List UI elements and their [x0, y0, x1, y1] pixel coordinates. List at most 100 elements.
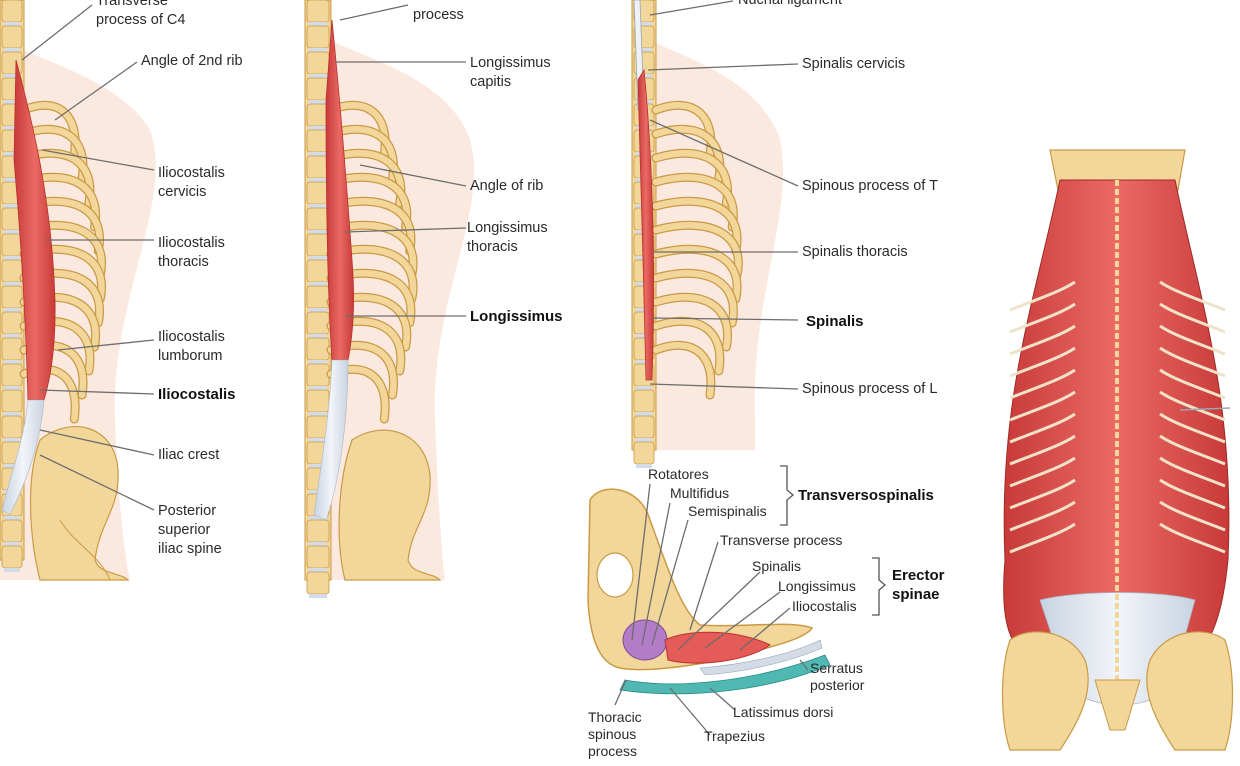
rib-stripe-left [1009, 302, 1076, 334]
label-longissimus-thoracis: Longissimus thoracis [467, 220, 548, 255]
intervertebral-disc [4, 178, 20, 182]
vertebra [306, 363, 330, 387]
vertebra [306, 233, 330, 257]
label-thoracic-spinous-process: Thoracic spinous process [588, 709, 642, 759]
rib [652, 270, 737, 327]
vertebra [306, 389, 330, 413]
intervertebral-disc [636, 386, 652, 390]
label-posterior-superior-iliac-spine: Posterior superior iliac spine [158, 503, 222, 557]
vertebra [306, 25, 330, 49]
intervertebral-disc [4, 256, 20, 260]
vertebra [306, 77, 330, 101]
intervertebral-disc [636, 334, 652, 338]
intervertebral-disc [309, 22, 327, 26]
rib-stripe-left [1009, 478, 1076, 510]
intervertebral-disc [309, 230, 327, 234]
intervertebral-disc [309, 100, 327, 104]
intervertebral-disc [309, 126, 327, 130]
back-muscles-overview [968, 0, 1240, 766]
vertebra [1, 285, 23, 309]
intervertebral-disc [636, 360, 652, 364]
pelvis-ilium [338, 429, 442, 581]
rib-stripe-right [1159, 390, 1226, 422]
vertebral-foramen [596, 552, 634, 598]
label-nuchal-ligament: Nuchal ligament [738, 0, 842, 8]
label-trapezius: Trapezius [704, 728, 765, 744]
rib [652, 342, 715, 399]
panel-iliocostalis [0, 0, 156, 581]
label-iliocostalis-cervicis: Iliocostalis cervicis [158, 165, 225, 200]
intervertebral-disc [309, 152, 327, 156]
vertebra [633, 441, 655, 465]
vertebra [1, 363, 23, 387]
longissimus-muscle [325, 19, 355, 361]
intervertebral-disc [309, 256, 327, 260]
rib-stripe-right [1159, 500, 1226, 532]
intervertebral-disc [309, 204, 327, 208]
vertebra [306, 259, 330, 283]
intervertebral-disc [309, 334, 327, 338]
vertebra [1, 545, 23, 569]
label-mastoid-process: process [413, 7, 464, 23]
intervertebral-disc [4, 152, 20, 156]
vertebra [306, 155, 330, 179]
rib [652, 294, 731, 351]
intervertebral-disc [309, 568, 327, 572]
vertebra [306, 181, 330, 205]
rib-stripe-left [1009, 434, 1076, 466]
rib-stripe-left [1009, 346, 1076, 378]
vertebra [306, 519, 330, 543]
intervertebral-disc [309, 438, 327, 442]
pelvis-bone [1001, 631, 1234, 751]
intervertebral-disc [4, 48, 20, 52]
rib-cage [651, 100, 743, 400]
label-multifidus: Multifidus [670, 485, 730, 501]
intervertebral-disc [309, 48, 327, 52]
rib-stripe-right [1159, 368, 1226, 400]
rib [652, 318, 724, 375]
intervertebral-disc [309, 74, 327, 78]
rib-stripe-left [1009, 390, 1076, 422]
panel-spinalis [631, 0, 784, 468]
label-iliocostalis-lumborum: Iliocostalis lumborum [158, 329, 225, 364]
intervertebral-disc [4, 308, 20, 312]
vertebra [1, 311, 23, 335]
intervertebral-disc [4, 516, 20, 520]
intervertebral-disc [309, 178, 327, 182]
spinalis-muscle [637, 68, 654, 381]
rib-stripe-right [1159, 522, 1226, 554]
label-latissimus-dorsi: Latissimus dorsi [733, 704, 834, 720]
latissimus-layer [619, 654, 831, 695]
label-angle-2nd-rib: Angle of 2nd rib [141, 53, 243, 69]
label-transverse-process-c4: Transverse process of C4 [96, 0, 186, 28]
intervertebral-disc [4, 230, 20, 234]
intervertebral-disc [4, 464, 20, 468]
intervertebral-disc [4, 386, 20, 390]
intervertebral-disc [4, 74, 20, 78]
label-transversospinalis: Transversospinalis [798, 487, 934, 504]
vertebra [1, 337, 23, 361]
rib-stripe-left [1009, 500, 1076, 532]
label-spinous-process-l: Spinous process of L [802, 381, 938, 397]
vertebra [306, 311, 330, 335]
intervertebral-disc [309, 360, 327, 364]
vertebra [633, 389, 655, 413]
label-spinalis-cs: Spinalis [752, 558, 802, 574]
rib-stripe-right [1159, 324, 1226, 356]
label-spinalis: Spinalis [806, 313, 864, 330]
vertebra [306, 0, 330, 23]
rib [652, 222, 742, 279]
intervertebral-disc [4, 22, 20, 26]
label-longissimus-cs: Longissimus [778, 578, 856, 594]
intervertebral-disc [4, 568, 20, 572]
rib-stripe-left [1009, 522, 1076, 554]
intervertebral-disc [309, 516, 327, 520]
intervertebral-disc [4, 126, 20, 130]
rib-stripe-right [1159, 346, 1226, 378]
intervertebral-disc [4, 438, 20, 442]
serratus-layer [699, 639, 823, 676]
intervertebral-disc [4, 360, 20, 364]
vertebra [1, 389, 23, 413]
intervertebral-disc [636, 48, 652, 52]
